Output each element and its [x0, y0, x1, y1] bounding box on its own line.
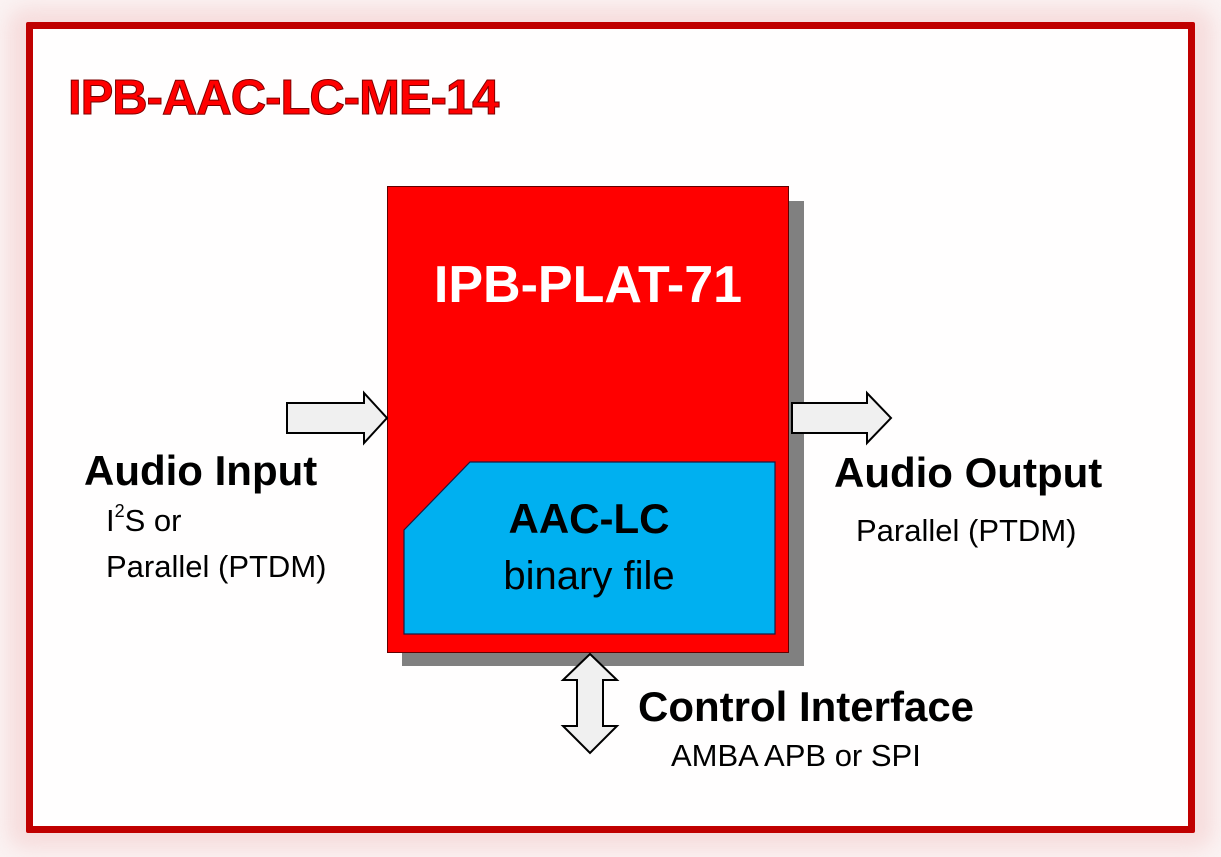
control-interface-heading: Control Interface	[638, 683, 975, 730]
audio-input-rest: S or	[124, 503, 182, 538]
control-interface-arrow-icon	[560, 652, 620, 755]
diagram-title: IPB-AAC-LC-ME-14	[67, 71, 499, 126]
audio-output-arrow-icon	[791, 390, 893, 446]
audio-input-arrow-icon	[286, 390, 389, 446]
control-interface-detail: AMBA APB or SPI	[671, 738, 921, 773]
binary-file-block	[403, 461, 776, 635]
audio-input-heading: Audio Input	[84, 447, 318, 494]
audio-input-i: I	[106, 503, 115, 538]
audio-input-sup: 2	[114, 501, 125, 521]
audio-output-detail: Parallel (PTDM)	[856, 513, 1077, 548]
audio-input-detail-line2: Parallel (PTDM)	[106, 549, 327, 584]
core-block-label: IPB-PLAT-71	[433, 256, 743, 314]
audio-input-detail-line1: I2S or	[106, 501, 182, 539]
binary-file-title: AAC-LC	[508, 495, 670, 542]
binary-file-subtitle: binary file	[503, 554, 675, 598]
audio-output-heading: Audio Output	[834, 449, 1103, 496]
